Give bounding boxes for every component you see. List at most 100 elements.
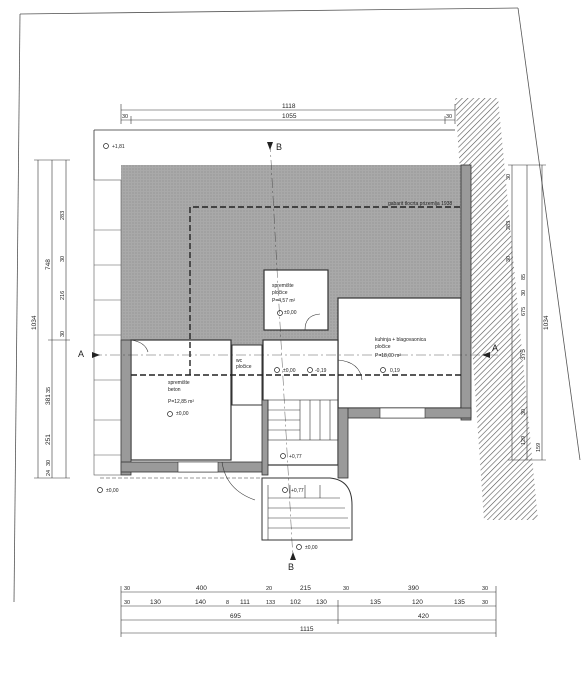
bottom-dimension-lines (120, 586, 497, 637)
dim-b2-2: 140 (195, 599, 206, 606)
wall-right (460, 164, 472, 421)
dim-b2-11: 30 (482, 600, 488, 606)
door-swing-kitchen (337, 359, 363, 381)
section-b-top-marker (267, 142, 273, 150)
door-swing-storage (304, 313, 321, 331)
dim-b2-9: 120 (412, 599, 423, 606)
section-a-left-marker (92, 352, 100, 358)
note-1938: gabarit tlocrta prizemlja 1938 (388, 201, 452, 207)
dim-b1-5: 390 (408, 585, 419, 592)
wall-stair-left (261, 399, 269, 476)
sheet-border-left (13, 13, 21, 603)
dim-right-m0: 30 (506, 174, 512, 180)
dim-b2-4: 111 (240, 599, 250, 606)
dim-b2-10: 135 (454, 599, 465, 606)
dim-b2-1: 130 (150, 599, 161, 606)
section-a-right-marker (482, 352, 490, 358)
dim-right-overall: 1034 (543, 315, 550, 330)
level-hall-b: -0,19 (315, 368, 327, 374)
storage-top-area: P=4,57 m² (272, 298, 296, 304)
level-hall-a: ±0,00 (283, 368, 296, 374)
neighbour-wall-hatch (455, 98, 538, 520)
dim-top-right: 30 (446, 114, 452, 120)
dim-b1-2: 20 (266, 586, 272, 592)
dim-left-midlow: 381 (45, 394, 52, 405)
level-ground-bottom: ±0,00 (305, 545, 318, 551)
dim-left-overall: 1034 (31, 315, 38, 330)
dim-right-m4: 30 (521, 409, 527, 415)
dim-top-left: 30 (122, 114, 128, 120)
sheet-border-right (517, 7, 581, 461)
dim-right-m6: 159 (536, 443, 542, 452)
level-top-left: +1,81 (112, 144, 125, 150)
dim-left-i3: 30 (60, 331, 66, 337)
dim-left-i4: 35 (46, 387, 52, 393)
dim-b3-right: 420 (418, 613, 429, 620)
dim-b2-6: 102 (290, 599, 301, 606)
kitchen-floor: pločice (375, 344, 391, 350)
dim-left-i6: 24 (46, 470, 52, 476)
wc-name: wc (236, 358, 243, 364)
dim-right-m3: 375 (520, 349, 527, 360)
dim-b1-0: 30 (124, 586, 130, 592)
sheet-border-top (19, 7, 519, 15)
dim-left-top: 748 (45, 259, 52, 270)
level-stair-mid: +0,77 (291, 488, 304, 494)
dim-left-i0: 283 (60, 211, 66, 220)
dim-top-mid: 1055 (282, 113, 297, 120)
wall-left-lower (120, 339, 132, 476)
storage-top-floor: pločice (272, 290, 288, 296)
dim-b2-3: 8 (226, 600, 229, 606)
section-b-bottom-marker (290, 552, 296, 560)
level-marks (97, 143, 386, 550)
dim-top-overall: 1118 (282, 103, 296, 110)
window-bottom-left (177, 461, 219, 473)
kitchen-area: P=18,00 m² (375, 353, 401, 359)
dim-b1-4: 30 (343, 586, 349, 592)
dim-left-i5: 30 (46, 460, 52, 466)
dashed-outline-1938 (189, 206, 461, 375)
section-b-bottom-label: B (288, 562, 294, 572)
kitchen-name: kuhinja + blagovaonica (375, 337, 426, 343)
storage-left-area: P=12,85 m² (168, 399, 194, 405)
window-kitchen (379, 407, 426, 419)
dim-b2-5: 133 (266, 600, 275, 606)
left-dimension-lines (34, 159, 70, 479)
level-ground-left: ±0,00 (106, 488, 119, 494)
door-swing-left (130, 339, 149, 353)
dim-b1-6: 30 (482, 586, 488, 592)
dim-b4-overall: 1115 (300, 626, 314, 633)
door-swing-entry (221, 461, 256, 501)
left-facade-grid (93, 179, 122, 476)
top-dimension-lines (120, 104, 456, 124)
dim-right-m5: 129 (521, 436, 527, 445)
dim-b1-3: 215 (300, 585, 311, 592)
right-dimension-lines (508, 164, 546, 461)
wall-stair-right (337, 407, 349, 479)
stair-external (261, 477, 353, 541)
dim-b1-1: 400 (196, 585, 207, 592)
dim-b2-8: 135 (370, 599, 381, 606)
storage-left-level: ±0,00 (176, 411, 189, 417)
dim-left-i2: 216 (60, 291, 66, 300)
wc-floor: pločice (236, 364, 252, 370)
storage-left-floor: beton (168, 387, 181, 393)
section-line-b (269, 141, 294, 561)
stair-internal (267, 399, 339, 441)
dim-left-i1: 30 (60, 256, 66, 262)
storage-left-name: spremište (168, 380, 190, 386)
level-stair-top: +0,77 (289, 454, 302, 460)
dim-right-m1: 283 (506, 221, 512, 230)
dim-left-bottom: 251 (45, 434, 52, 445)
dim-right-i2: 675 (521, 307, 527, 316)
storage-top-name: spremište (272, 283, 294, 289)
storage-top-level: ±0,00 (284, 310, 297, 316)
dim-b2-7: 130 (316, 599, 327, 606)
dim-right-i1: 30 (521, 290, 527, 296)
section-a-left-label: A (78, 349, 84, 359)
room-storage-left (130, 339, 232, 461)
dim-right-i0: 85 (521, 274, 527, 280)
dim-b2-0: 30 (124, 600, 130, 606)
room-storage-top (263, 269, 329, 331)
